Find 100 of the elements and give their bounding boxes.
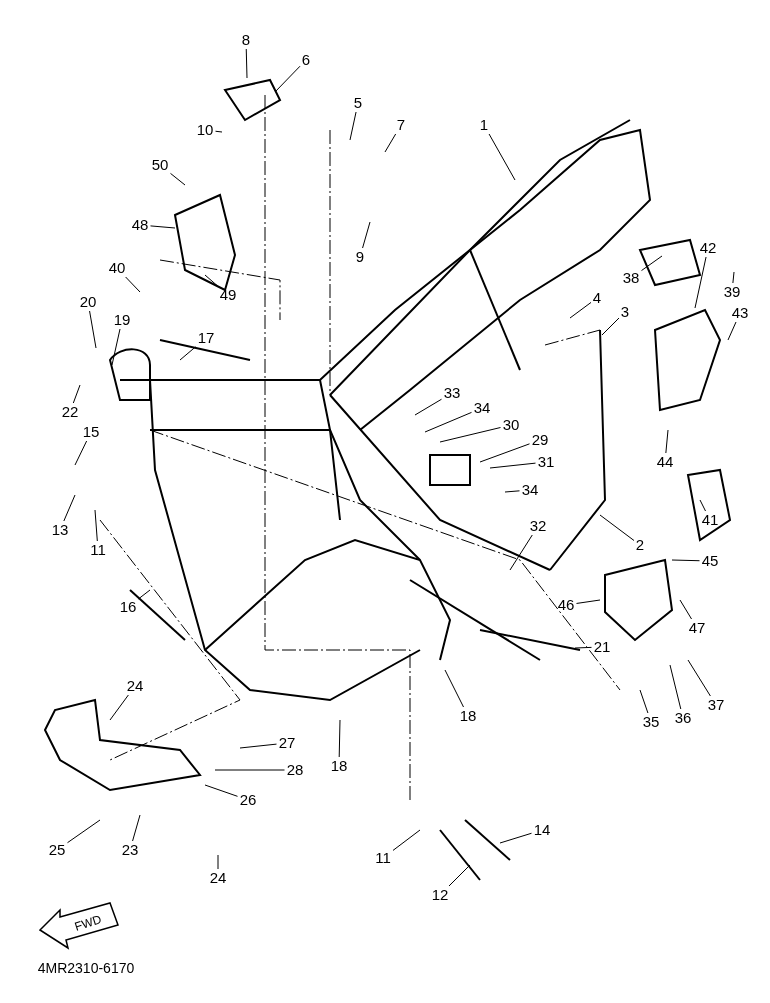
callout-number: 15: [82, 424, 100, 440]
callout-number: 37: [707, 697, 725, 713]
callout-number: 10: [196, 122, 214, 138]
leader-line: [74, 440, 88, 466]
callout-number: 24: [209, 870, 227, 886]
callout-number: 21: [593, 639, 611, 655]
callout-number: 39: [723, 284, 741, 300]
leader-line: [215, 130, 223, 133]
callout-number: 22: [61, 404, 79, 420]
callout-number: 28: [286, 762, 304, 778]
callout-number: 11: [375, 850, 391, 866]
callout-number: 40: [108, 260, 126, 276]
leader-line: [204, 274, 219, 287]
callout-number: 1: [479, 117, 489, 133]
leader-line: [362, 221, 371, 249]
callout-number: 35: [642, 714, 660, 730]
leader-line: [439, 427, 501, 443]
callout-number: 34: [473, 400, 491, 416]
callout-number: 11: [90, 542, 106, 558]
callout-number: 26: [239, 792, 257, 808]
leader-line: [444, 669, 464, 708]
callout-number: 12: [431, 887, 449, 903]
callout-number: 18: [330, 758, 348, 774]
callout-number: 44: [656, 454, 674, 470]
leader-line: [349, 111, 357, 141]
callout-number: 32: [529, 518, 547, 534]
callout-number: 30: [502, 417, 520, 433]
callout-number: 50: [151, 157, 169, 173]
leader-line: [138, 589, 151, 600]
leader-line: [384, 133, 397, 153]
leader-line: [89, 310, 97, 349]
leader-line: [576, 599, 601, 604]
callout-number: 41: [701, 512, 719, 528]
leader-line: [67, 819, 101, 844]
part-code: 4MR2310-6170: [37, 960, 135, 976]
callout-number: 7: [396, 117, 406, 133]
leader-line: [109, 694, 129, 721]
leader-line: [499, 832, 532, 844]
callout-number: 5: [353, 95, 363, 111]
callout-number: 14: [533, 822, 551, 838]
callout-number: 17: [197, 330, 215, 346]
callout-number: 23: [121, 842, 139, 858]
leader-line: [72, 384, 81, 404]
callout-number: 18: [459, 708, 477, 724]
callout-number: 45: [701, 553, 719, 569]
callout-number: 34: [521, 482, 539, 498]
callout-number: 25: [48, 842, 66, 858]
callout-number: 29: [531, 432, 549, 448]
leader-line: [694, 256, 707, 309]
leader-line: [732, 271, 735, 284]
leader-line: [639, 689, 649, 714]
callout-number: 38: [622, 270, 640, 286]
leader-line: [170, 172, 186, 186]
leader-line: [63, 494, 76, 522]
callout-number: 43: [731, 305, 749, 321]
leader-line: [601, 317, 620, 336]
leader-line: [727, 321, 737, 341]
callout-number: 13: [51, 522, 69, 538]
callout-number: 27: [278, 735, 296, 751]
callout-number: 48: [131, 217, 149, 233]
leader-line: [671, 559, 700, 562]
leader-line: [509, 534, 533, 571]
leader-line: [214, 769, 285, 771]
leader-line: [488, 133, 516, 181]
leader-line: [687, 659, 711, 697]
leader-line: [94, 509, 98, 542]
leader-line: [150, 225, 176, 229]
leader-line: [217, 854, 219, 870]
leader-line: [669, 664, 682, 710]
callout-number: 24: [126, 678, 144, 694]
callout-number: 2: [635, 537, 645, 553]
leader-line: [274, 65, 301, 93]
callout-number: 6: [301, 52, 311, 68]
leader-line: [125, 276, 141, 293]
callout-number: 31: [537, 454, 555, 470]
callout-number: 36: [674, 710, 692, 726]
callout-number: 3: [620, 304, 630, 320]
callout-number: 49: [219, 287, 237, 303]
callout-number: 42: [699, 240, 717, 256]
leader-line: [239, 743, 277, 749]
leader-line: [489, 462, 536, 469]
callout-number: 9: [355, 249, 365, 265]
callout-number: 8: [241, 32, 251, 48]
callout-number: 33: [443, 385, 461, 401]
callout-number: 16: [119, 599, 137, 615]
leader-line: [679, 599, 693, 620]
leader-line: [414, 398, 442, 416]
leader-line: [641, 255, 663, 272]
leader-line: [132, 814, 141, 842]
callout-number: 4: [592, 290, 602, 306]
leader-line: [448, 864, 471, 887]
leader-line: [338, 719, 341, 758]
leader-line: [204, 784, 238, 797]
leader-line: [479, 443, 530, 463]
leader-line: [245, 48, 248, 79]
leader-line: [699, 499, 706, 512]
callout-number: 20: [79, 294, 97, 310]
leader-line: [574, 646, 592, 649]
leader-line: [504, 490, 520, 493]
leader-line: [599, 514, 635, 541]
